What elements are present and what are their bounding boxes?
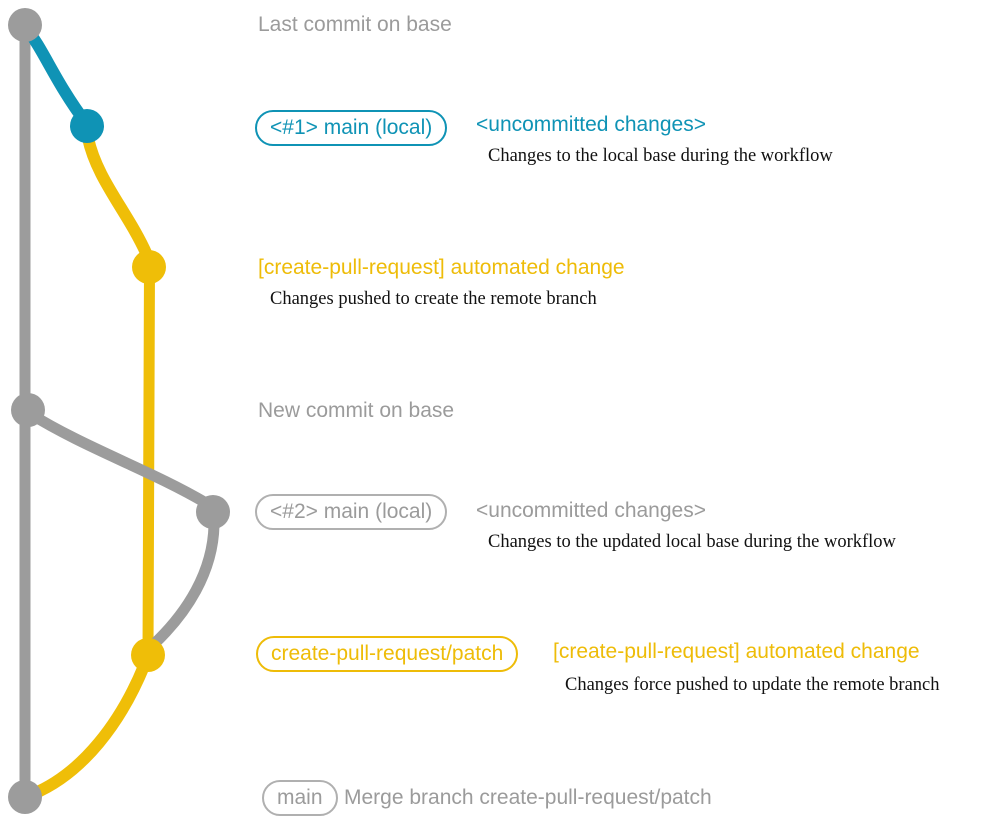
uncommitted-changes-2-desc: Changes to the updated local base during…: [488, 532, 896, 552]
automated-change-2-label: [create-pull-request] automated change: [553, 640, 920, 663]
branch-badge-main-local-1: <#1> main (local): [255, 110, 448, 146]
automated-change-1-label: [create-pull-request] automated change: [258, 256, 625, 279]
commit-dot-patch-1: [132, 250, 166, 284]
base-to-local-2-curve: [23, 407, 212, 509]
commit-dot-last-base: [8, 8, 42, 42]
merge-branch-label: Merge branch create-pull-request/patch: [344, 786, 712, 809]
new-commit-on-base-label: New commit on base: [258, 399, 455, 422]
branch-badge-patch: create-pull-request/patch: [256, 636, 519, 672]
commit-dot-local-2: [196, 495, 230, 529]
branch-badge-main: main: [262, 780, 338, 816]
uncommitted-changes-2-label: <uncommitted changes>: [476, 499, 706, 522]
commit-dot-local-1: [70, 109, 104, 143]
commit-dot-new-base: [11, 393, 45, 427]
uncommitted-changes-1-desc: Changes to the local base during the wor…: [488, 146, 833, 166]
patch-branch-line: [142, 261, 155, 661]
branch-badge-main-local-2: <#2> main (local): [255, 494, 448, 530]
local-2-to-patch-curve: [147, 519, 220, 651]
automated-change-1-desc: Changes pushed to create the remote bran…: [270, 289, 597, 309]
commit-dot-merge: [8, 780, 42, 814]
create-patch-branch-curve: [82, 132, 153, 261]
automated-change-2-desc: Changes force pushed to update the remot…: [565, 675, 940, 695]
local-changes-1-curve: [20, 22, 92, 129]
merge-curve: [27, 660, 150, 800]
commit-dot-patch-2: [131, 638, 165, 672]
last-commit-on-base-label: Last commit on base: [258, 13, 452, 36]
uncommitted-changes-1-label: <uncommitted changes>: [476, 113, 706, 136]
